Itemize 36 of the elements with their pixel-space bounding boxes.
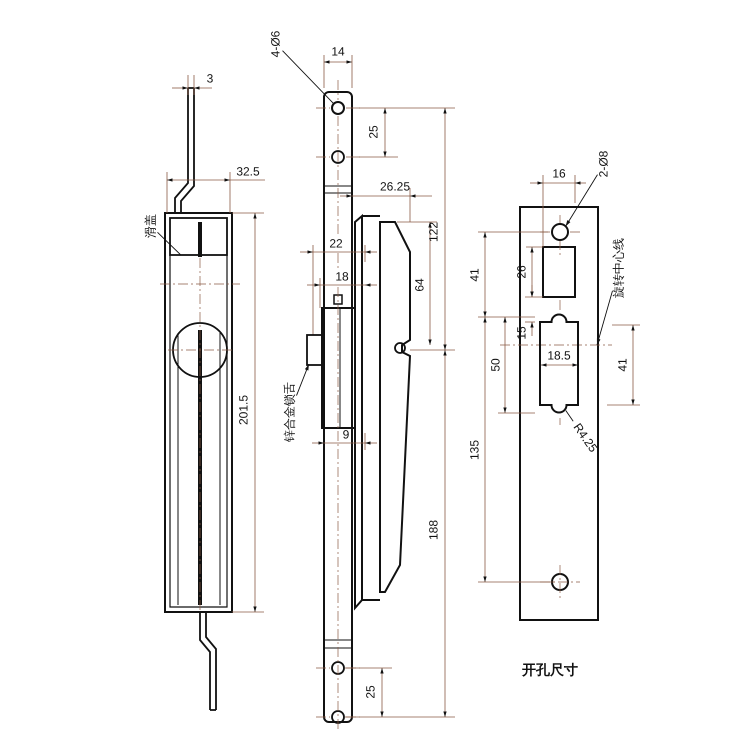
leader-line <box>282 50 334 104</box>
dimension-label: 26.25 <box>380 180 410 194</box>
slide-cover <box>169 217 228 256</box>
dimension-label: 18.5 <box>547 350 571 362</box>
mounting-hole <box>331 101 345 115</box>
dimension-label: 16 <box>552 168 566 180</box>
dimension-label: 64 <box>414 278 426 292</box>
callout-label: 2-Ø8 <box>598 150 610 178</box>
dimension-label: 14 <box>331 46 345 58</box>
dimension-label: 188 <box>428 520 440 540</box>
dimension-label: 41 <box>468 268 482 282</box>
leader-line <box>596 290 613 346</box>
dimension-label: 41 <box>616 358 630 372</box>
leader-line <box>565 410 574 422</box>
dimension-label: 135 <box>468 440 482 460</box>
leader-line <box>565 174 598 227</box>
dimension-label: 32.5 <box>236 166 260 178</box>
caption: 开孔尺寸 <box>522 664 578 676</box>
dimension-label: 9 <box>342 428 350 442</box>
dimension-label: 18 <box>335 270 349 284</box>
leader-line <box>296 364 310 396</box>
latch-tongue <box>306 334 323 366</box>
callout-label: 滑盖 <box>144 214 158 238</box>
dimension-label: 50 <box>490 358 502 372</box>
dimension-label: 3 <box>206 72 214 86</box>
callout-label: 4-Ø6 <box>270 30 282 58</box>
callout-label: 旋转中心线 <box>612 238 626 298</box>
mounting-hole <box>551 223 569 241</box>
dimension-label: 22 <box>329 238 343 250</box>
leader-line <box>157 232 182 256</box>
callout-label: 锌合金锁舌 <box>284 382 296 442</box>
dimension-label: 25 <box>364 685 378 699</box>
dimension-label: 201.5 <box>238 394 250 426</box>
dimension-label: 25 <box>368 125 380 139</box>
cutout-slot <box>539 314 579 414</box>
center-line <box>500 344 612 346</box>
